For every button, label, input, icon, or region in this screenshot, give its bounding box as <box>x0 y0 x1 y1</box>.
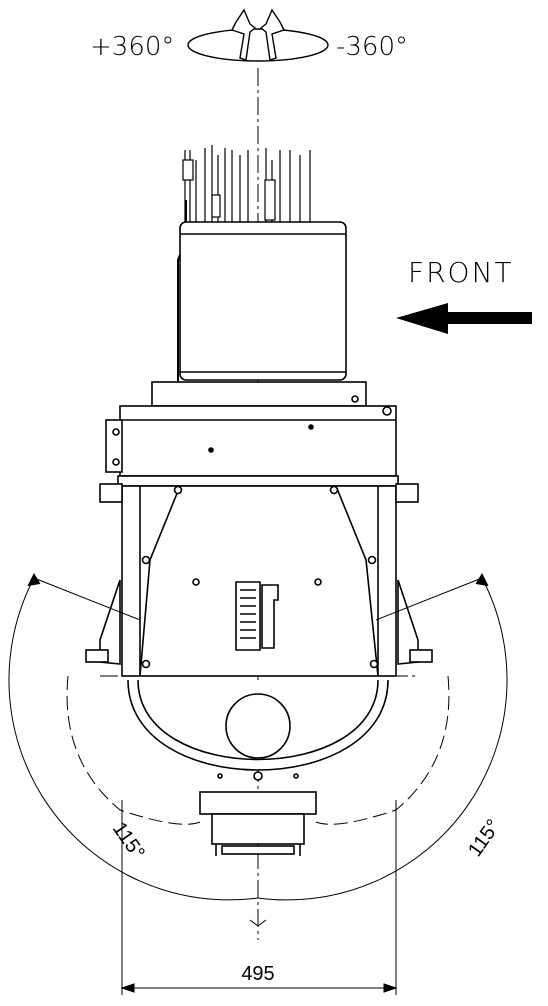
lower-ring <box>127 679 389 856</box>
rotation-minus-label: -360° <box>336 32 408 62</box>
tilt-right-label: 115° <box>464 816 505 861</box>
tilt-arcs <box>8 572 508 901</box>
width-dimension <box>120 800 398 995</box>
motor-housing <box>179 221 347 381</box>
front-label: FRONT <box>408 256 514 289</box>
fork-body <box>85 483 433 677</box>
front-arrow-icon <box>396 303 532 334</box>
rotation-indicator <box>187 8 329 62</box>
tilt-left-label: 115° <box>108 818 149 863</box>
width-dimension-label: 495 <box>241 963 274 985</box>
cable-bundle <box>182 145 311 222</box>
rotation-plus-label: +360° <box>90 32 174 62</box>
mounting-plate <box>105 381 399 487</box>
